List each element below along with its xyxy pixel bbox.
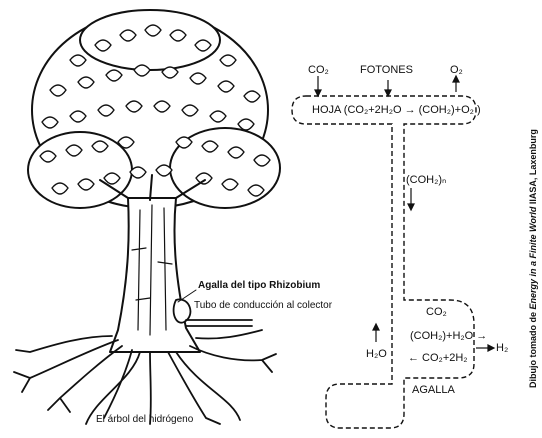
sugar-flow-label: (COH₂)ₙ <box>406 174 446 186</box>
credit-prefix: Dibujo tomado de <box>528 310 538 389</box>
tube-label: Tubo de conducción al colector <box>194 300 332 312</box>
photons-label: FOTONES <box>360 64 413 76</box>
process-schematic <box>292 96 476 428</box>
gall-reaction-forward: (COH₂)+H₂O → <box>410 330 487 342</box>
o2-output-label: O₂ <box>450 64 463 76</box>
gall-name-label: AGALLA <box>412 384 455 396</box>
credit-suffix: IIASA, Laxenburg <box>528 129 538 207</box>
leaf-reaction: HOJA (CO₂+2H₂O → (COH₂)+O₂ ) <box>312 104 481 116</box>
h2-output-label: H₂ <box>496 342 508 354</box>
tree-illustration <box>14 10 280 424</box>
water-label: H₂O <box>366 348 387 360</box>
leaf-chamber <box>292 96 476 428</box>
collector-tube <box>186 320 252 326</box>
root-label: El árbol del hidrógeno <box>96 414 193 426</box>
tree-canopy <box>28 10 280 208</box>
gall-co2-label: CO₂ <box>426 306 447 318</box>
co2-input-label: CO₂ <box>308 64 329 76</box>
gall-reaction-reverse: ← CO₂+2H₂ <box>408 352 468 364</box>
gall-label: Agalla del tipo Rhizobium <box>198 280 320 292</box>
credit-title: Energy in a Finite World <box>528 207 538 310</box>
figure-credit: Dibujo tomado de Energy in a Finite Worl… <box>528 129 538 388</box>
